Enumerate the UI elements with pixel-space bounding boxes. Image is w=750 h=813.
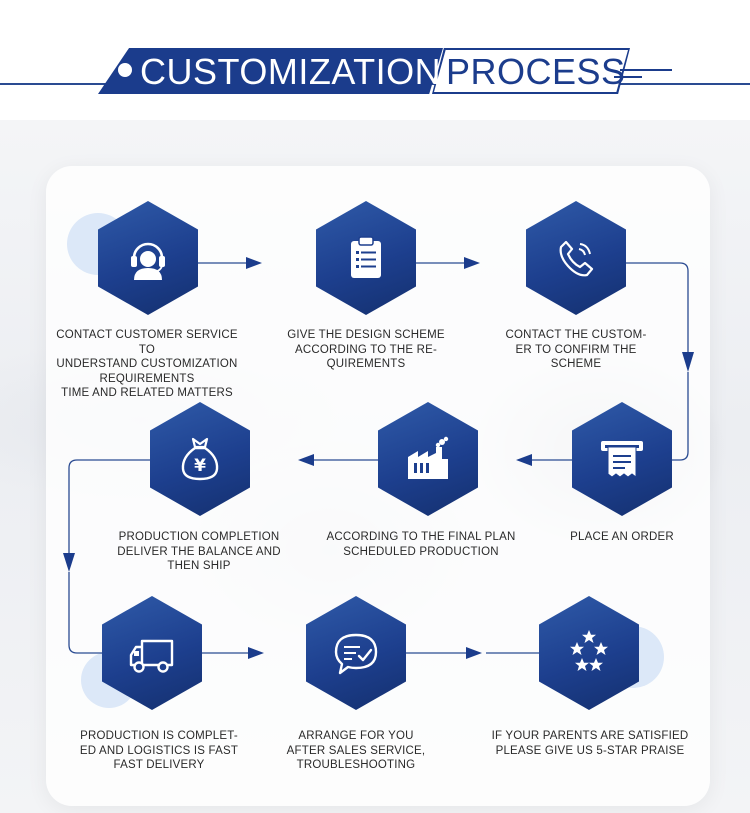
arrow-right <box>246 257 262 269</box>
step-7-label: PRODUCTION IS COMPLET- ED AND LOGISTICS … <box>59 729 259 773</box>
arrow-down <box>682 352 694 372</box>
arrow-right <box>464 257 480 269</box>
factory-icon <box>402 433 454 485</box>
arrow-left <box>298 454 314 466</box>
arrow-down <box>63 553 75 572</box>
step-1-label: CONTACT CUSTOMER SERVICE TO UNDERSTAND C… <box>47 328 247 401</box>
headset-icon <box>122 232 174 284</box>
connector-line <box>670 372 688 460</box>
arrow-right <box>248 647 264 659</box>
step-8-label: ARRANGE FOR YOU AFTER SALES SERVICE, TRO… <box>256 729 456 773</box>
step-3-label: CONTACT THE CUSTOM- ER TO CONFIRM THE SC… <box>476 328 676 372</box>
step-6-label: PRODUCTION COMPLETION DELIVER THE BALANC… <box>99 530 299 574</box>
arrow-right <box>466 647 482 659</box>
delivery-truck-icon <box>126 627 178 679</box>
clipboard-icon <box>340 232 392 284</box>
order-receipt-icon <box>596 433 648 485</box>
step-2-label: GIVE THE DESIGN SCHEME ACCORDING TO THE … <box>266 328 466 372</box>
connector-line <box>69 572 102 653</box>
five-stars-icon <box>563 627 615 679</box>
chat-bubble-check-icon <box>330 627 382 679</box>
money-bag-yen-icon: ¥ <box>174 433 226 485</box>
arrow-left <box>516 454 532 466</box>
svg-text:¥: ¥ <box>194 456 206 476</box>
step-4-label: PLACE AN ORDER <box>522 530 722 545</box>
phone-icon <box>550 232 602 284</box>
step-9-label: IF YOUR PARENTS ARE SATISFIED PLEASE GIV… <box>490 729 690 758</box>
step-5-label: ACCORDING TO THE FINAL PLAN SCHEDULED PR… <box>321 530 521 559</box>
